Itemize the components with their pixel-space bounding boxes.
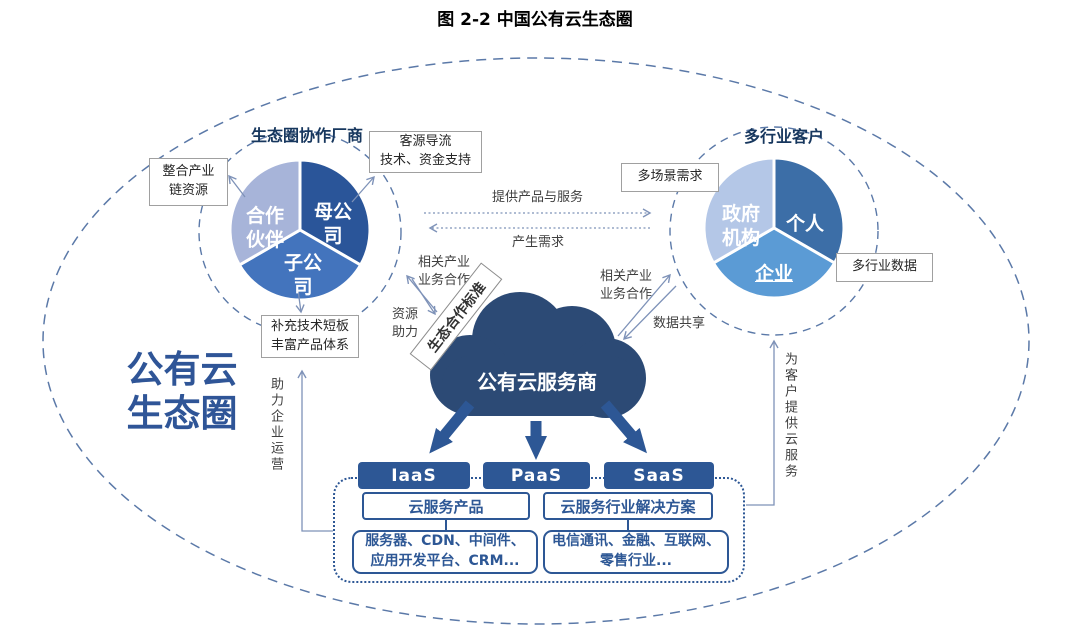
right-cluster-label: 多行业客户 xyxy=(743,127,824,146)
left-industry-coop-label: 相关产业 业务合作 xyxy=(417,255,470,288)
paas-button: PaaS xyxy=(483,462,590,489)
arrow-left-coop-down xyxy=(411,278,436,316)
cloud-output-arrows xyxy=(429,400,647,460)
arrow-pie-to-integrate-box xyxy=(228,174,246,198)
products-header-box: 云服务产品 xyxy=(362,492,530,520)
supplement-box: 补充技术短板 丰富产品体系 xyxy=(261,315,359,358)
arrow-cloud-to-saas xyxy=(600,400,647,454)
right-industry-coop-label: 相关产业 业务合作 xyxy=(599,269,652,302)
left-pie-partner-label: 合作 伙伴 xyxy=(245,205,284,251)
left-cluster-label: 生态圈协作厂商 xyxy=(250,126,363,145)
products-detail-box: 服务器、CDN、中间件、 应用开发平台、CRM... xyxy=(352,530,538,574)
provide-cloud-label: 为客户提供云服务 xyxy=(782,352,797,480)
right-dashed-circle xyxy=(669,126,879,336)
iaas-button: IaaS xyxy=(358,462,470,489)
assist-ops-label: 助力企业运营 xyxy=(268,377,283,473)
left-pie xyxy=(228,158,372,302)
arrow-data-share-down xyxy=(623,285,677,341)
customer-flow-box: 客源导流 技术、资金支持 xyxy=(369,131,482,173)
arrow-pie-to-customerflow-box xyxy=(351,175,375,203)
right-pie xyxy=(702,156,846,300)
arrow-cloud-to-iaas xyxy=(429,400,475,454)
solutions-header-box: 云服务行业解决方案 xyxy=(543,492,713,520)
figure-title: 图 2-2 中国公有云生态圈 xyxy=(437,10,633,30)
arrow-pie-to-supplement-box xyxy=(295,289,305,314)
connector-assist-ops xyxy=(297,369,333,532)
scenario-box: 多场景需求 xyxy=(621,163,719,192)
resource-support-label: 资源 助力 xyxy=(392,307,419,340)
industry-data-box: 多行业数据 xyxy=(836,253,933,282)
connector-provide-cloud xyxy=(746,339,779,506)
generate-demand-label: 产生需求 xyxy=(511,235,564,250)
solutions-stub-line xyxy=(627,518,629,532)
arrow-right-coop-up xyxy=(617,273,671,337)
left-pie-subsidiary-label: 子公 司 xyxy=(283,252,322,298)
integrate-box: 整合产业 链资源 xyxy=(149,158,228,206)
cloud-icon xyxy=(430,292,646,418)
right-pie-government-segment xyxy=(702,156,776,266)
cloud-provider-label: 公有云服务商 xyxy=(477,370,597,394)
ecosystem-big-label: 公有云 生态圈 xyxy=(126,348,238,436)
right-pie-individual-label: 个人 xyxy=(785,213,824,235)
left-pie-partner-segment xyxy=(228,158,302,268)
products-stub-line xyxy=(445,518,447,532)
right-pie-government-label: 政府 机构 xyxy=(721,203,760,249)
solutions-detail-box: 电信通讯、金融、互联网、 零售行业... xyxy=(543,530,729,574)
provide-services-label: 提供产品与服务 xyxy=(491,190,583,205)
right-pie-enterprise-segment xyxy=(711,226,837,300)
ecosystem-ellipse xyxy=(42,57,1030,625)
data-share-label: 数据共享 xyxy=(652,316,705,331)
left-pie-parent-label: 母公 司 xyxy=(313,201,352,247)
right-pie-enterprise-label: 企业 xyxy=(754,263,793,285)
saas-button: SaaS xyxy=(604,462,714,489)
